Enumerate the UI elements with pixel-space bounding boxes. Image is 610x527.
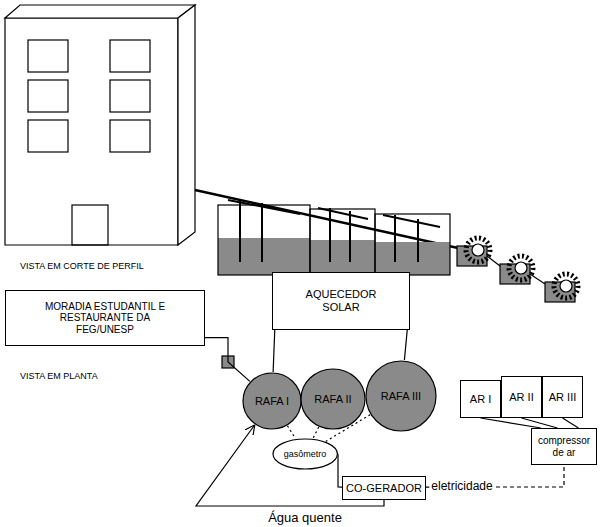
text-group: CO-GERADOR: [346, 482, 422, 495]
connector-line: [205, 338, 250, 382]
node-label: AQUECEDOR SOLAR: [301, 288, 381, 313]
node-label: RAFA I: [255, 395, 289, 408]
connector-line: [563, 418, 579, 428]
heater-box: AQUECEDOR SOLAR: [272, 272, 410, 330]
building-roof: [5, 5, 195, 18]
text-group: RAFA III: [381, 390, 421, 403]
text-group: compressor de ar: [535, 435, 593, 458]
node-label: gasômetro: [284, 449, 327, 459]
rafa-tanks: [218, 200, 450, 275]
cogenerator-box: CO-GERADOR: [342, 476, 426, 500]
reactor-ellipse: RAFA II: [300, 368, 366, 430]
aerator-box: AR II: [501, 376, 542, 418]
connector-line: [287, 426, 295, 439]
aerator-units: [457, 238, 578, 302]
node-label: RAFA III: [381, 390, 421, 403]
text-group: RAFA II: [314, 393, 351, 406]
aerator-box: AR III: [542, 376, 583, 418]
connector-line: [481, 418, 541, 428]
node-label: CO-GERADOR: [346, 482, 422, 495]
connector-line: [313, 427, 319, 438]
connector-line: [273, 330, 275, 372]
building-side: [178, 5, 195, 245]
connector-label: Água quente: [266, 511, 344, 525]
text-group: AQUECEDOR SOLAR: [301, 288, 381, 313]
reactor-ellipse: RAFA I: [242, 372, 302, 430]
text-group: AR III: [549, 391, 577, 404]
text-group: AR II: [509, 391, 533, 404]
aerator-box: AR I: [460, 380, 501, 418]
text-group: MORADIA ESTUDANTIL E RESTAURANTE DA FEG/…: [38, 301, 173, 336]
node-label: compressor de ar: [535, 435, 593, 458]
view-title: VISTA EM PLANTA: [20, 372, 98, 382]
building-front: [5, 18, 178, 245]
text-group: AR I: [470, 393, 491, 406]
text-group: gasômetro: [284, 449, 327, 459]
node-label: RAFA II: [314, 393, 351, 406]
text-group: RAFA I: [255, 395, 289, 408]
reactor-ellipse: RAFA III: [365, 360, 437, 432]
compressor-box: compressor de ar: [531, 428, 597, 465]
building-windows: [28, 40, 150, 152]
gasometer-ellipse: gasômetro: [272, 438, 338, 470]
connector-line: [522, 418, 558, 428]
building-box: MORADIA ESTUDANTIL E RESTAURANTE DA FEG/…: [5, 290, 205, 346]
node-label: AR III: [549, 391, 577, 404]
connector-label: eletricidade: [429, 480, 494, 493]
view-title: VISTA EM CORTE DE PERFIL: [20, 262, 144, 272]
node-label: MORADIA ESTUDANTIL E RESTAURANTE DA FEG/…: [38, 301, 173, 336]
building-door: [72, 205, 108, 245]
connector-line: [404, 330, 407, 360]
node-label: AR I: [470, 393, 491, 406]
node-label: AR II: [509, 391, 533, 404]
